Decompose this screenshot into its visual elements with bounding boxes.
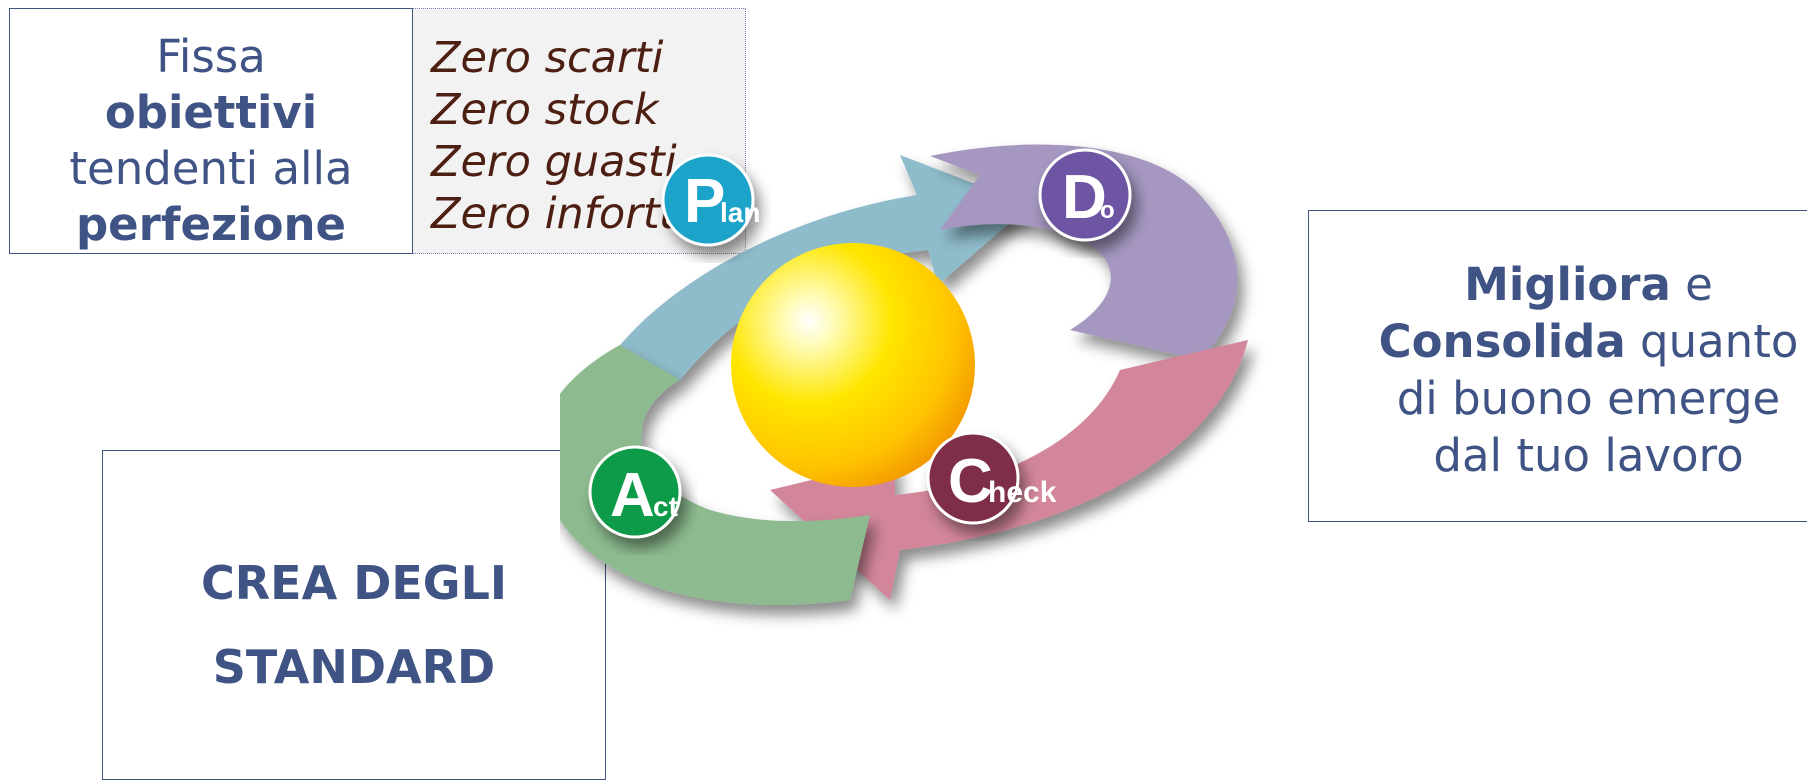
improve-line-2: Consolida quanto — [1378, 315, 1799, 368]
standard-box: CREA DEGLI STANDARD — [102, 450, 606, 780]
act-arrow — [560, 345, 870, 605]
zero-item: Zero stock — [431, 85, 659, 135]
plan-suffix: lan — [720, 197, 760, 228]
check-suffix: heck — [988, 476, 1057, 509]
core-sphere — [731, 243, 975, 487]
act-suffix: ct — [653, 491, 678, 522]
check-badge: C heck — [926, 431, 1057, 525]
do-suffix: o — [1100, 197, 1115, 224]
goals-line-3: tendenti alla — [69, 142, 353, 195]
improve-line-1: Migliora e — [1464, 258, 1713, 311]
goals-line-4: perfezione — [75, 198, 347, 251]
zero-item: Zero scarti — [431, 33, 664, 83]
plan-letter: P — [684, 167, 725, 236]
improve-box: Migliora e Consolida quanto di buono eme… — [1308, 210, 1807, 522]
goals-line-2: obiettivi — [104, 86, 318, 139]
improve-line-4: dal tuo lavoro — [1433, 429, 1744, 482]
do-arrow — [930, 144, 1238, 360]
act-letter: A — [610, 461, 655, 530]
standard-line-2: STANDARD — [212, 640, 496, 694]
goals-line-1: Fissa — [156, 30, 266, 83]
do-letter: D — [1062, 163, 1107, 232]
check-letter: C — [948, 447, 993, 516]
act-badge: A ct — [588, 445, 682, 539]
improve-line-3: di buono emerge — [1396, 372, 1781, 425]
zero-item: Zero guasti — [431, 137, 677, 187]
goals-box: Fissa obiettivi tendenti alla perfezione — [9, 8, 413, 254]
zero-targets-box: Zero scarti Zero stock Zero guasti Zero … — [413, 8, 746, 254]
plan-badge: P lan — [661, 153, 760, 247]
standard-line-1: CREA DEGLI — [200, 556, 507, 610]
do-badge: D o — [1038, 148, 1132, 242]
pdca-cycle-diagram: P lan D o C heck A ct — [560, 144, 1248, 605]
